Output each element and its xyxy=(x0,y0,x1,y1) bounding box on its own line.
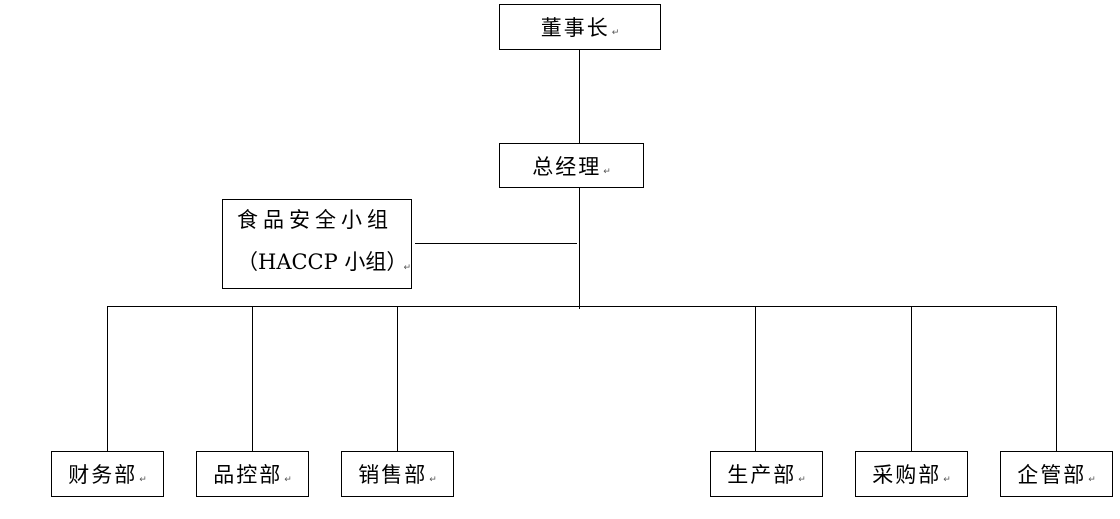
connector-dept-production xyxy=(755,306,756,452)
dept-box-production: 生产部 ↵ xyxy=(710,451,823,497)
dept-box-quality-control: 品控部 ↵ xyxy=(196,451,309,497)
paragraph-mark-icon: ↵ xyxy=(139,475,147,485)
connector-haccp-branch xyxy=(415,243,577,244)
paragraph-mark-icon: ↵ xyxy=(611,28,620,38)
food-safety-group-label: 食品安全小组 xyxy=(237,208,393,232)
dept-box-finance: 财务部 ↵ xyxy=(51,451,164,497)
haccp-group-label: （HACCP 小组） xyxy=(237,250,408,274)
chairman-label: 董事长 xyxy=(540,16,610,40)
dept-box-administration: 企管部 ↵ xyxy=(1000,451,1113,497)
connector-dept-purchasing xyxy=(911,306,912,452)
connector-dept-admin xyxy=(1056,306,1057,452)
paragraph-mark-icon: ↵ xyxy=(284,475,292,485)
dept-label: 销售部 xyxy=(358,463,428,487)
paragraph-mark-icon: ↵ xyxy=(943,475,951,485)
dept-label: 品控部 xyxy=(213,463,283,487)
connector-chairman-gm xyxy=(579,49,580,143)
dept-label: 生产部 xyxy=(727,463,797,487)
paragraph-mark-icon: ↵ xyxy=(603,166,611,177)
connector-dept-qc xyxy=(252,306,253,452)
food-safety-group-box: 食品安全小组 （HACCP 小组） ↵ xyxy=(222,199,412,289)
connector-dept-sales xyxy=(397,306,398,452)
chairman-box: 董事长 ↵ xyxy=(499,4,661,50)
paragraph-mark-icon: ↵ xyxy=(798,475,806,485)
paragraph-mark-icon: ↵ xyxy=(403,263,411,273)
general-manager-label: 总经理 xyxy=(532,154,602,179)
dept-box-purchasing: 采购部 ↵ xyxy=(855,451,968,497)
dept-box-sales: 销售部 ↵ xyxy=(341,451,454,497)
general-manager-box: 总经理 ↵ xyxy=(499,143,644,188)
dept-label: 采购部 xyxy=(872,463,942,487)
dept-label: 企管部 xyxy=(1017,463,1087,487)
paragraph-mark-icon: ↵ xyxy=(429,475,437,485)
connector-dept-bus xyxy=(107,306,1057,307)
connector-dept-finance xyxy=(107,306,108,452)
dept-label: 财务部 xyxy=(68,463,138,487)
paragraph-mark-icon: ↵ xyxy=(1088,475,1096,485)
connector-gm-trunk xyxy=(579,187,580,309)
